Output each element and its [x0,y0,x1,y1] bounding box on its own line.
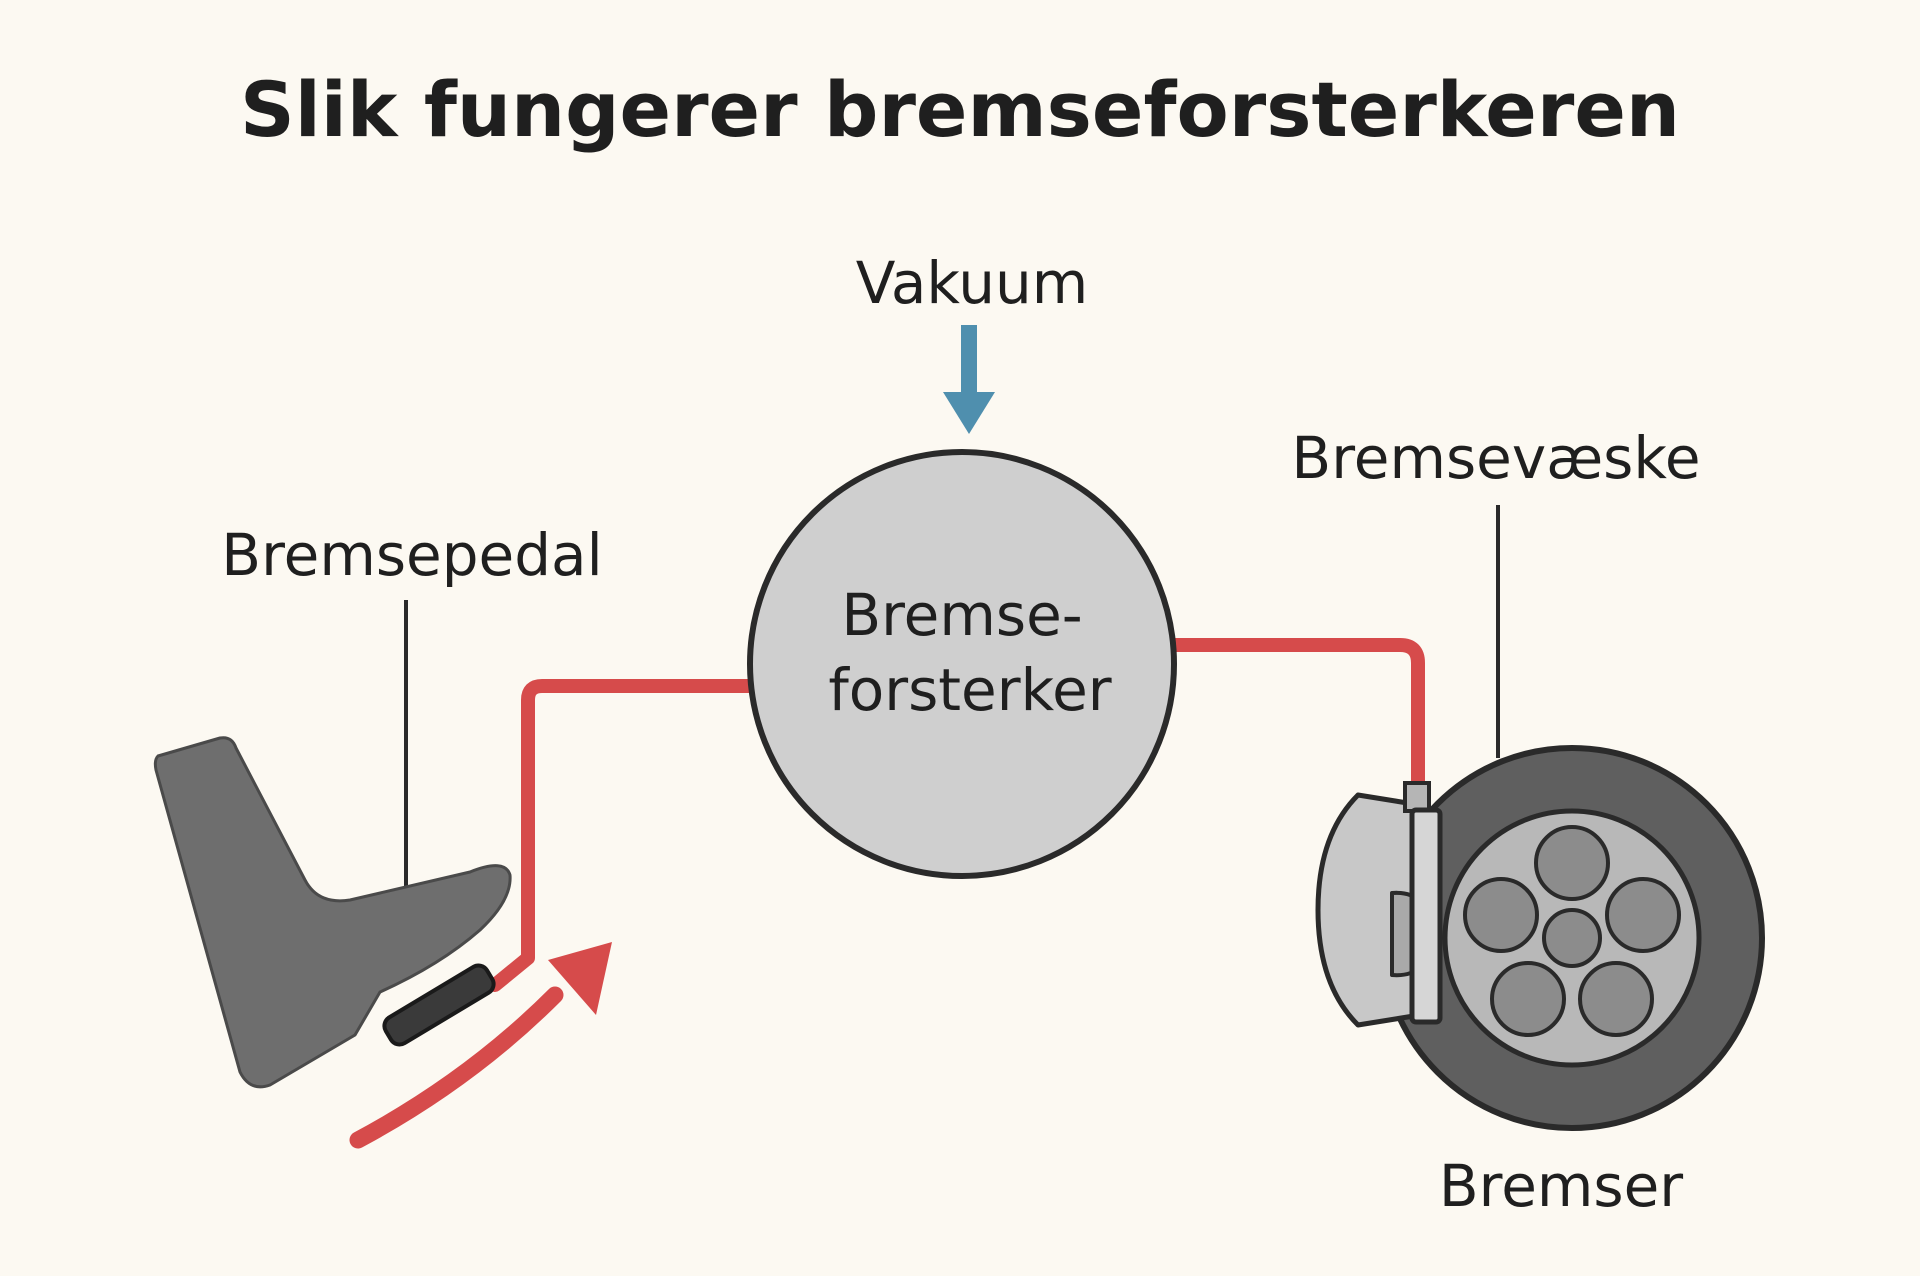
brake-line-pedal-to-booster [488,679,759,992]
brake-caliper-icon [1315,781,1443,1028]
fluid-label: Bremsevæske [1291,424,1700,492]
brake-line-booster-to-brake [1168,638,1425,797]
vacuum-label: Vakuum [856,249,1089,317]
diagram-title: Slik fungerer bremseforsterkeren [240,65,1680,154]
brake-pedal-icon [382,963,496,1047]
booster-label-line1: Bremse- [841,581,1082,649]
pedal-label: Bremsepedal [221,521,602,589]
brake-booster: Bremse- forsterker [747,449,1177,879]
foot-icon [153,736,512,1089]
force-arrow [349,942,612,1149]
brakes-label: Bremser [1439,1152,1683,1220]
booster-label-line2: forsterker [828,656,1111,724]
vacuum-arrow [943,325,995,434]
